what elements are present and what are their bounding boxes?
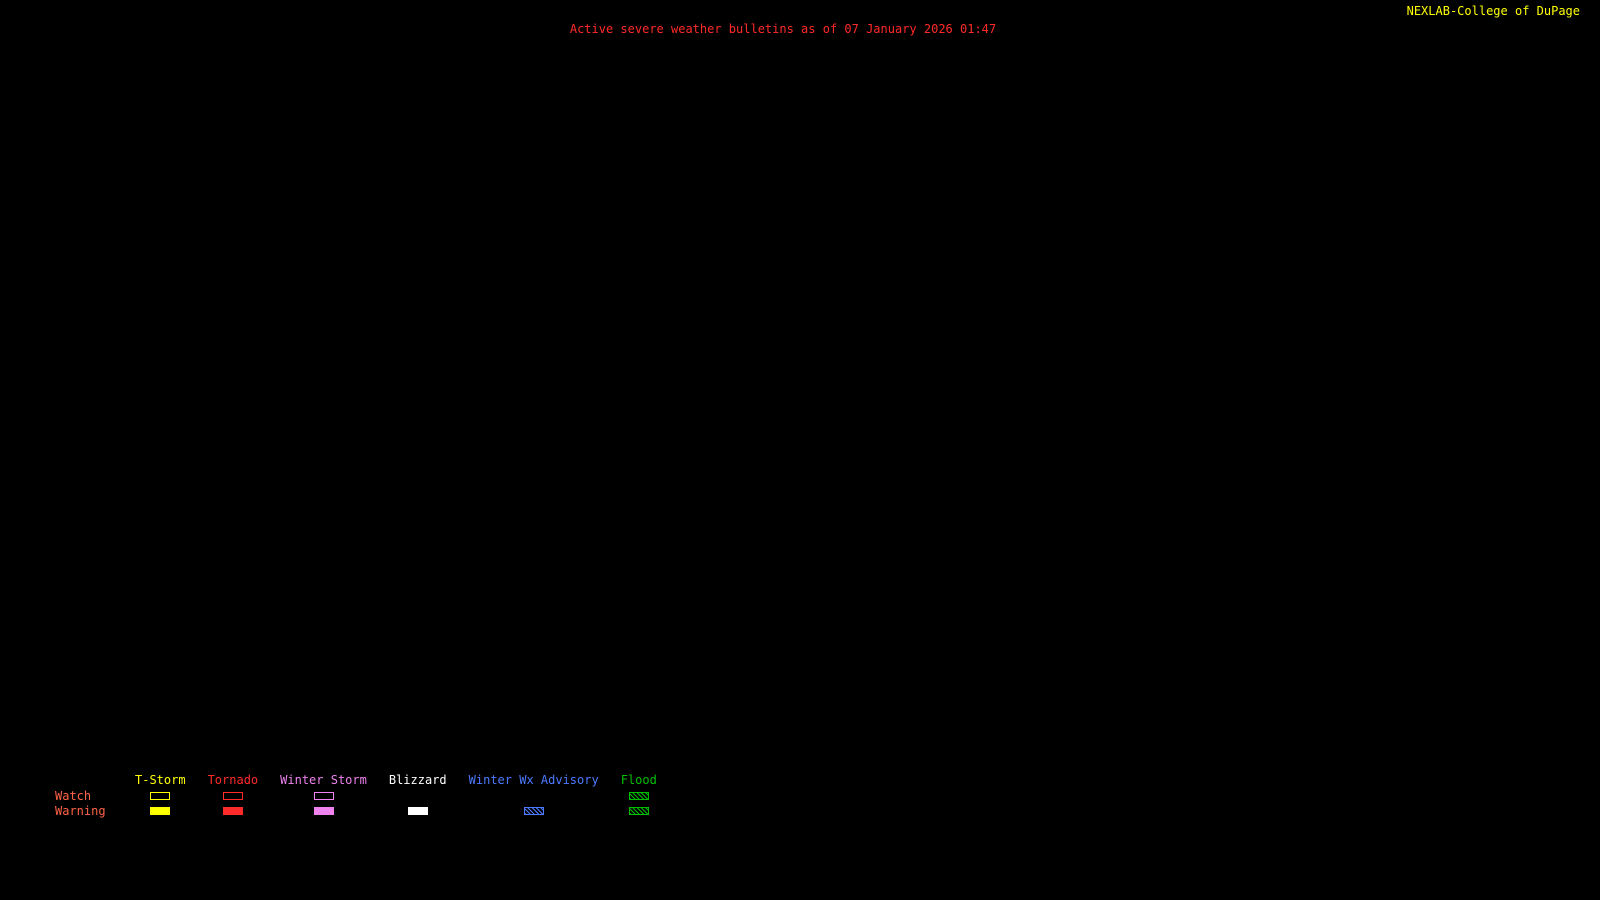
winter-storm-warning-box	[313, 806, 334, 815]
t-storm-warning-box	[150, 806, 171, 815]
legend-watch-swatch	[150, 788, 171, 803]
legend-row-label-warning: Warning	[55, 803, 106, 818]
legend-warning-swatch	[407, 803, 428, 818]
legend-column: Winter Storm	[280, 773, 367, 818]
winter-wx-advisory-warning-box	[523, 806, 544, 815]
legend-warning-swatch	[628, 803, 649, 818]
legend-watch-swatch	[313, 788, 334, 803]
legend-warning-swatch	[150, 803, 171, 818]
legend-column-label: Blizzard	[388, 773, 447, 787]
legend-column-label: Winter Wx Advisory	[468, 773, 599, 787]
attribution-text: NEXLAB-College of DuPage	[1406, 4, 1580, 18]
cod-logo-icon	[1584, 5, 1595, 18]
blizzard-warning-box	[407, 806, 428, 815]
legend-warning-swatch	[222, 803, 243, 818]
legend-row-label-spacer	[55, 773, 113, 788]
legend-row-labels: Watch Warning	[55, 773, 113, 818]
attribution: NEXLAB-College of DuPage	[1407, 4, 1595, 18]
t-storm-watch-box	[150, 791, 171, 800]
legend-column: Tornado	[207, 773, 259, 818]
legend-column: T-Storm	[135, 773, 186, 818]
legend-column-label: Flood	[620, 773, 657, 787]
legend-watch-swatch	[222, 788, 243, 803]
legend-columns: T-Storm Tornado Winter Storm Blizzard Winter…	[135, 773, 657, 818]
legend: Watch Warning T-Storm Tornado Winter Storm…	[55, 773, 657, 818]
legend-column: Blizzard	[389, 773, 447, 818]
tornado-warning-box	[222, 806, 243, 815]
legend-watch-swatch	[628, 788, 649, 803]
legend-warning-swatch	[313, 803, 334, 818]
legend-column-label: Winter Storm	[280, 773, 367, 787]
legend-column-label: Tornado	[207, 773, 259, 787]
flood-watch-box	[628, 791, 649, 800]
flood-warning-box	[628, 806, 649, 815]
legend-column-label: T-Storm	[135, 773, 186, 787]
legend-column: Winter Wx Advisory	[469, 773, 599, 818]
legend-row-label-watch: Watch	[55, 788, 92, 803]
tornado-watch-box	[222, 791, 243, 800]
legend-warning-swatch	[523, 803, 544, 818]
page-title: Active severe weather bulletins as of 07…	[569, 22, 997, 36]
legend-column: Flood	[621, 773, 657, 818]
winter-storm-watch-box	[313, 791, 334, 800]
